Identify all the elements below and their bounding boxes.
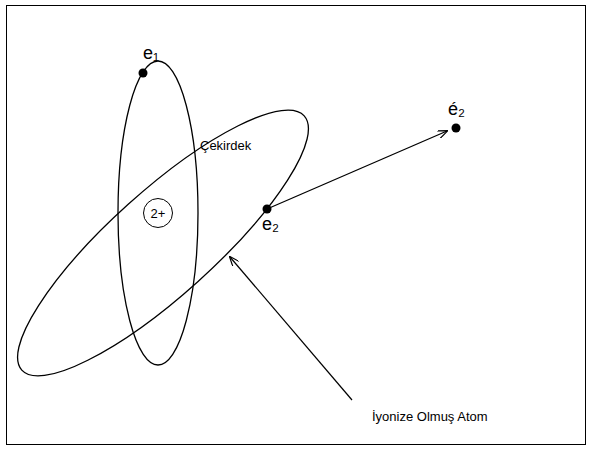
electron-label: é₂ (448, 100, 465, 120)
leader-arrow (230, 257, 352, 400)
escape-arrow (267, 131, 447, 209)
charge-text: 2+ (151, 207, 166, 220)
electron-label: e₁ (143, 44, 159, 64)
electron-dot (139, 69, 148, 78)
frame (7, 6, 586, 445)
callout-label: İyonize Olmuş Atom (372, 410, 488, 424)
electron-dot (452, 124, 461, 133)
nucleus-circle: 2+ (143, 198, 173, 228)
electron-label: e₂ (262, 215, 279, 235)
orbit-tilted (0, 77, 339, 409)
orbit-vertical (118, 61, 198, 365)
part-label: Çekirdek (200, 139, 251, 153)
